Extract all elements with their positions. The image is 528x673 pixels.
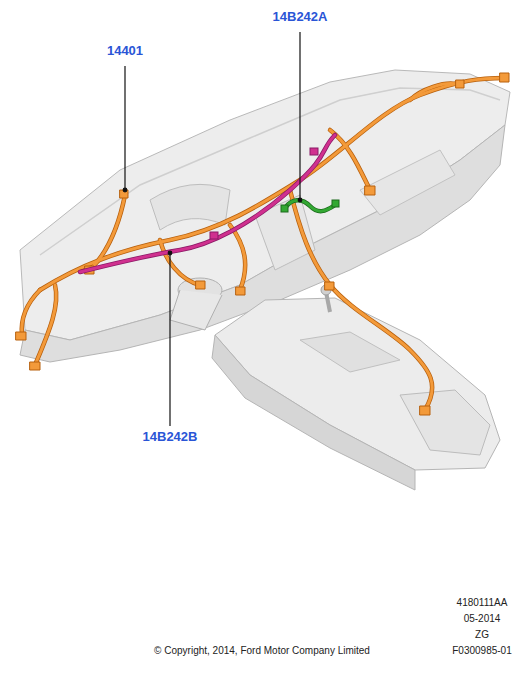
copyright-note: © Copyright, 2014, Ford Motor Company Li… xyxy=(154,645,370,657)
leader-line xyxy=(169,253,170,426)
harness-connectors xyxy=(16,73,509,415)
leader-line xyxy=(124,66,125,190)
leader-line xyxy=(299,32,300,200)
harness-wire xyxy=(410,84,460,100)
harness-wire xyxy=(230,225,245,290)
harness-wire xyxy=(290,190,432,410)
harness-wire xyxy=(330,130,370,190)
callout-number: 14B242B xyxy=(143,430,198,445)
drawing-code: ZG xyxy=(475,629,489,641)
center-console xyxy=(212,285,500,490)
harness-wire xyxy=(35,285,56,365)
harness-wire xyxy=(40,78,505,290)
center-stack xyxy=(255,195,315,270)
drawing-number: F0300985-01 xyxy=(452,645,512,657)
wiring-harness-14401 xyxy=(16,73,509,415)
harness-wire xyxy=(22,290,40,335)
glovebox xyxy=(360,150,455,215)
leader-lines xyxy=(123,32,302,426)
callout-number: 14401 xyxy=(107,44,143,59)
wiring-harness-14B242A xyxy=(281,200,339,212)
console-tray xyxy=(300,332,400,372)
harness-wire xyxy=(90,195,125,270)
drawing-date: 05-2014 xyxy=(464,613,501,625)
wiring-harness-14B242B xyxy=(80,135,335,272)
callout-number: 14B242A xyxy=(273,10,328,25)
armrest xyxy=(400,390,490,455)
drawing-code: 4180111AA xyxy=(457,597,508,609)
steering-shroud xyxy=(170,290,222,330)
